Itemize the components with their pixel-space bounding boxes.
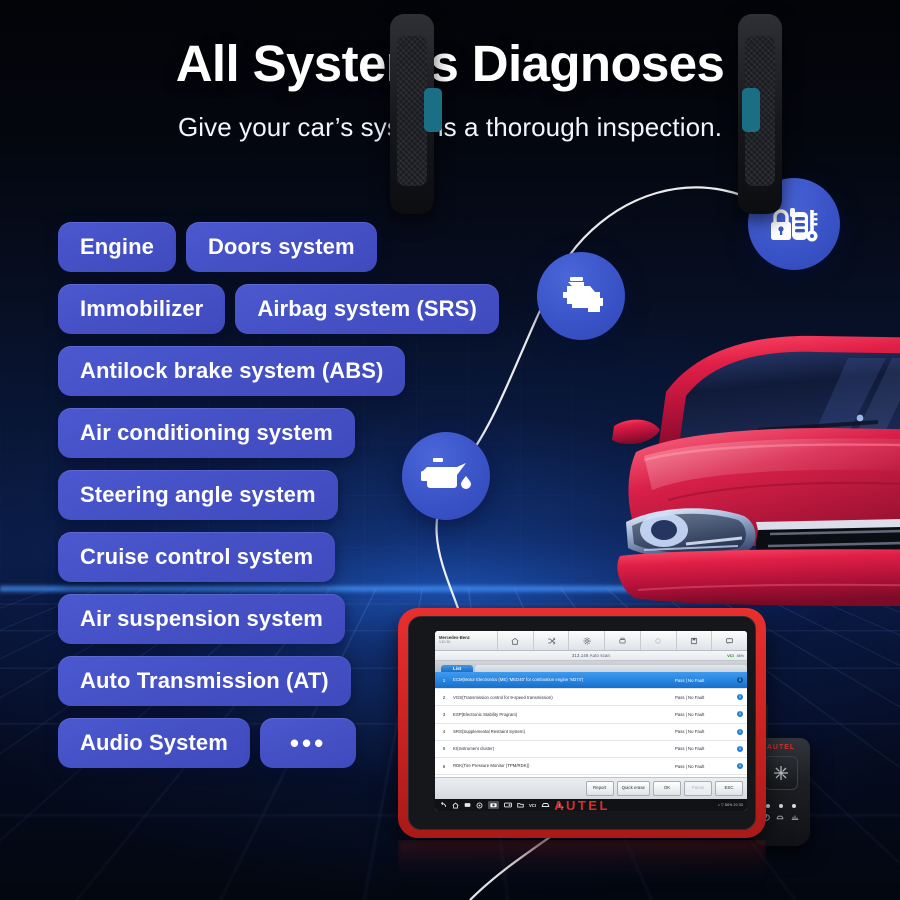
screen-footer-buttons: Report Quick erase OK Pause ESC xyxy=(435,777,747,799)
link-icon xyxy=(791,814,799,821)
tablet-bezel: Mercedes-Benz V10.30 xyxy=(408,616,756,830)
screen-toolbar-icons xyxy=(497,631,747,650)
engine-icon xyxy=(556,274,606,318)
pill-auto-transmission[interactable]: Auto Transmission (AT) xyxy=(58,656,351,706)
toolbar-shuffle-icon[interactable] xyxy=(533,631,569,650)
toolbar-settings-icon[interactable] xyxy=(568,631,604,650)
pill-engine[interactable]: Engine xyxy=(58,222,176,272)
row-number: 6 xyxy=(435,764,453,769)
table-row[interactable]: 3 ESP(Electronic Stability Program) Pass… xyxy=(435,706,747,723)
report-button[interactable]: Report xyxy=(586,781,614,796)
esc-button[interactable]: ESC xyxy=(715,781,743,796)
table-row[interactable]: 2 VGS(Transmission control for 9-speed t… xyxy=(435,689,747,706)
table-row[interactable]: 4 SRS(Supplemental Restraint System) Pas… xyxy=(435,724,747,741)
pill-row: Engine Doors system xyxy=(58,222,528,272)
table-row[interactable]: 1 ECM(Motor Electronics (ME) 'MED40' for… xyxy=(435,672,747,689)
screen-tab-row: List xyxy=(435,661,747,672)
scan-progress-label: 313.148 Auto scan xyxy=(572,653,610,658)
vci-emblem xyxy=(764,756,798,790)
vci-led xyxy=(766,804,770,808)
pill-cruise-control-system[interactable]: Cruise control system xyxy=(58,532,335,582)
row-number: 2 xyxy=(435,695,453,700)
row-number: 1 xyxy=(435,678,453,683)
battery-label: 86% xyxy=(737,654,744,658)
vci-burst-icon xyxy=(771,763,791,783)
toolbar-save-icon[interactable] xyxy=(676,631,712,650)
tablet-accent-right xyxy=(742,88,760,132)
pill-airbag-system[interactable]: Airbag system (SRS) xyxy=(235,284,499,334)
toolbar-record-icon[interactable] xyxy=(640,631,676,650)
ok-button[interactable]: OK xyxy=(653,781,681,796)
table-row[interactable]: 6 RDK(Tire Pressure Monitor (TPM/RDK)) P… xyxy=(435,758,747,775)
row-status: Pass | No Fault xyxy=(675,746,733,751)
pill-row: Air conditioning system xyxy=(58,408,528,458)
row-status: Pass | No Fault xyxy=(675,678,733,683)
tablet-reflection xyxy=(398,840,766,900)
pill-row: Cruise control system xyxy=(58,532,528,582)
pill-row: Immobilizer Airbag system (SRS) xyxy=(58,284,528,334)
row-number: 5 xyxy=(435,746,453,751)
tablet-accent-left xyxy=(424,88,442,132)
tab-list[interactable]: List xyxy=(441,665,473,672)
toolbar-home-icon[interactable] xyxy=(497,631,533,650)
pill-air-suspension-system[interactable]: Air suspension system xyxy=(58,594,345,644)
quick-erase-button[interactable]: Quick erase xyxy=(617,781,650,796)
toolbar-message-icon[interactable] xyxy=(711,631,747,650)
row-system-name: KI(Instrument cluster) xyxy=(453,746,675,751)
row-system-name: ESP(Electronic Stability Program) xyxy=(453,712,675,717)
pill-air-conditioning-system[interactable]: Air conditioning system xyxy=(58,408,355,458)
vehicle-version: V10.30 xyxy=(439,641,497,645)
table-row[interactable]: 5 KI(Instrument cluster) Pass | No Fault… xyxy=(435,741,747,758)
row-info-icon[interactable]: i xyxy=(733,711,747,717)
pill-audio-system[interactable]: Audio System xyxy=(58,718,250,768)
vehicle-info: Mercedes-Benz V10.30 xyxy=(435,636,497,644)
vci-led xyxy=(779,804,783,808)
screen-status-right: VCI 86% xyxy=(727,653,744,658)
vehicle-icon xyxy=(776,814,784,821)
vci-status-label: VCI xyxy=(727,653,734,658)
screen-toolbar: Mercedes-Benz V10.30 xyxy=(435,631,747,651)
row-info-icon[interactable]: i xyxy=(733,763,747,769)
row-info-icon[interactable]: i xyxy=(733,729,747,735)
system-scan-table: 1 ECM(Motor Electronics (ME) 'MED40' for… xyxy=(435,672,747,792)
grip-texture xyxy=(397,36,427,186)
car-illustration xyxy=(548,300,900,660)
row-info-icon[interactable]: i xyxy=(733,746,747,752)
row-number: 3 xyxy=(435,712,453,717)
row-status: Pass | No Fault xyxy=(675,695,733,700)
pill-doors-system[interactable]: Doors system xyxy=(186,222,377,272)
engine-icon-bubble xyxy=(537,252,625,340)
tablet-screen[interactable]: Mercedes-Benz V10.30 xyxy=(435,631,747,811)
pill-immobilizer[interactable]: Immobilizer xyxy=(58,284,225,334)
pill-row: Steering angle system xyxy=(58,470,528,520)
row-status: Pass | No Fault xyxy=(675,712,733,717)
row-system-name: RDK(Tire Pressure Monitor (TPM/RDK)) xyxy=(453,763,675,768)
pill-row: Antilock brake system (ABS) xyxy=(58,346,528,396)
pill-antilock-brake-system[interactable]: Antilock brake system (ABS) xyxy=(58,346,405,396)
row-info-icon[interactable]: i xyxy=(733,677,747,683)
row-system-name: SRS(Supplemental Restraint System) xyxy=(453,729,675,734)
row-system-name: ECM(Motor Electronics (ME) 'MED40' for c… xyxy=(453,677,675,682)
vci-led xyxy=(792,804,796,808)
autel-tablet: Mercedes-Benz V10.30 xyxy=(398,608,766,838)
toolbar-print-icon[interactable] xyxy=(604,631,640,650)
scan-progress-bar: 313.148 Auto scan VCI 86% xyxy=(435,651,747,661)
row-status: Pass | No Fault xyxy=(675,729,733,734)
row-info-icon[interactable]: i xyxy=(733,694,747,700)
row-number: 4 xyxy=(435,729,453,734)
autel-brand-logo: AUTEL xyxy=(409,798,755,813)
row-status: Pass | No Fault xyxy=(675,764,733,769)
row-system-name: VGS(Transmission control for 9-speed tra… xyxy=(453,695,675,700)
pause-button[interactable]: Pause xyxy=(684,781,712,796)
pill-more-button[interactable]: ••• xyxy=(260,718,356,768)
tab-filler xyxy=(475,665,747,672)
pill-steering-angle-system[interactable]: Steering angle system xyxy=(58,470,338,520)
